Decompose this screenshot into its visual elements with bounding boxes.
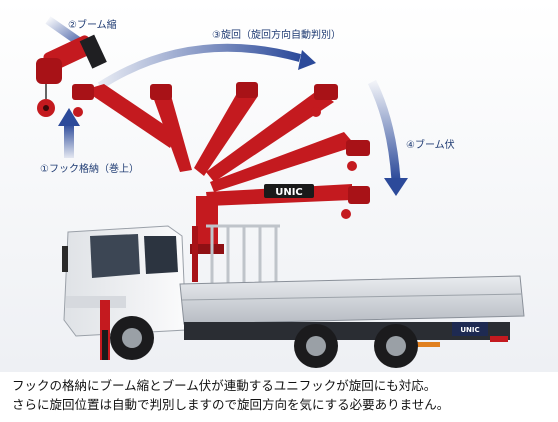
boom-position-3 [194,82,258,176]
boom-position-4 [206,84,338,182]
label-step4-boom-lower: ④ブーム伏 [406,140,455,151]
truck-wheels [110,316,418,368]
truck-cab [62,225,187,360]
descend-arrow [367,79,408,196]
caption-line-1: フックの格納にブーム縮とブーム伏が連動するユニフックが旋回にも対応。 [12,378,437,393]
label-step2-boom-retract: ②ブーム縮 [68,20,117,31]
boom-position-5 [210,132,370,192]
truck-rear-badge: UNIC [400,322,508,347]
headache-rack [206,224,280,286]
crane-illustration: UNIC UNIC [0,0,558,372]
crane-logo-plate: UNIC [264,184,314,198]
crane-booms [72,82,370,219]
label-step1-hook-stow: ①フック格納（巻上） [40,164,139,175]
rotation-arc-arrow [97,43,316,90]
boom-position-2 [150,84,192,172]
label-step3-rotation: ③旋回（旋回方向自動判別） [212,30,341,41]
boom-position-1 [72,84,178,148]
caption: フックの格納にブーム縮とブーム伏が連動するユニフックが旋回にも対応。 さらに旋回… [12,376,548,414]
truck-bed [179,275,525,340]
caption-line-2: さらに旋回位置は自動で判別しますので旋回方向を気にする必要ありません。 [12,397,450,412]
hook-stowed-crane [36,34,107,117]
up-arrow [58,108,80,158]
crane-logo-text: UNIC [275,187,303,198]
truck-badge-text: UNIC [460,326,479,334]
